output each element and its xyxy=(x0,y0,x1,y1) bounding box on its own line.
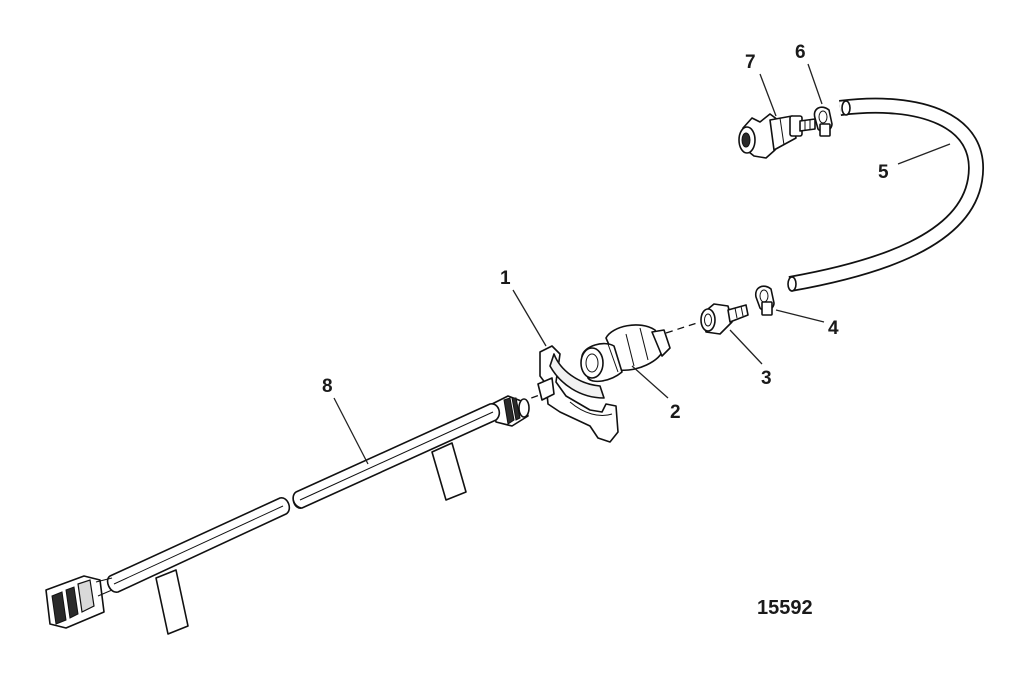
callout-6: 6 xyxy=(795,42,806,63)
harness-end-connector xyxy=(45,575,113,629)
assembly-centerline xyxy=(665,321,701,334)
hose-fitting xyxy=(700,303,749,335)
hose-clamp-lower xyxy=(754,285,775,316)
pressure-sensor xyxy=(580,324,671,383)
leader-8 xyxy=(333,397,369,465)
callout-7: 7 xyxy=(745,52,756,73)
leader-lines xyxy=(333,63,951,465)
figure-id-label: 15592 xyxy=(757,597,813,619)
hose xyxy=(787,97,984,292)
callout-3: 3 xyxy=(761,368,772,389)
harness-sensor-connector xyxy=(491,395,530,427)
leader-6 xyxy=(807,63,823,105)
callout-1: 1 xyxy=(500,268,511,289)
callout-8: 8 xyxy=(322,376,333,397)
bracket-clip xyxy=(537,345,619,443)
hose-clamp-upper xyxy=(813,106,833,137)
quick-connect-fitting xyxy=(738,113,816,159)
leader-7 xyxy=(759,73,777,117)
leader-5 xyxy=(897,143,951,165)
callout-4: 4 xyxy=(828,318,839,339)
wiring-harness xyxy=(45,395,530,635)
leader-3 xyxy=(729,329,763,365)
leader-2 xyxy=(631,365,669,399)
leader-1 xyxy=(512,289,547,347)
callout-2: 2 xyxy=(670,402,681,423)
callout-5: 5 xyxy=(878,162,889,183)
leader-4 xyxy=(775,309,825,323)
